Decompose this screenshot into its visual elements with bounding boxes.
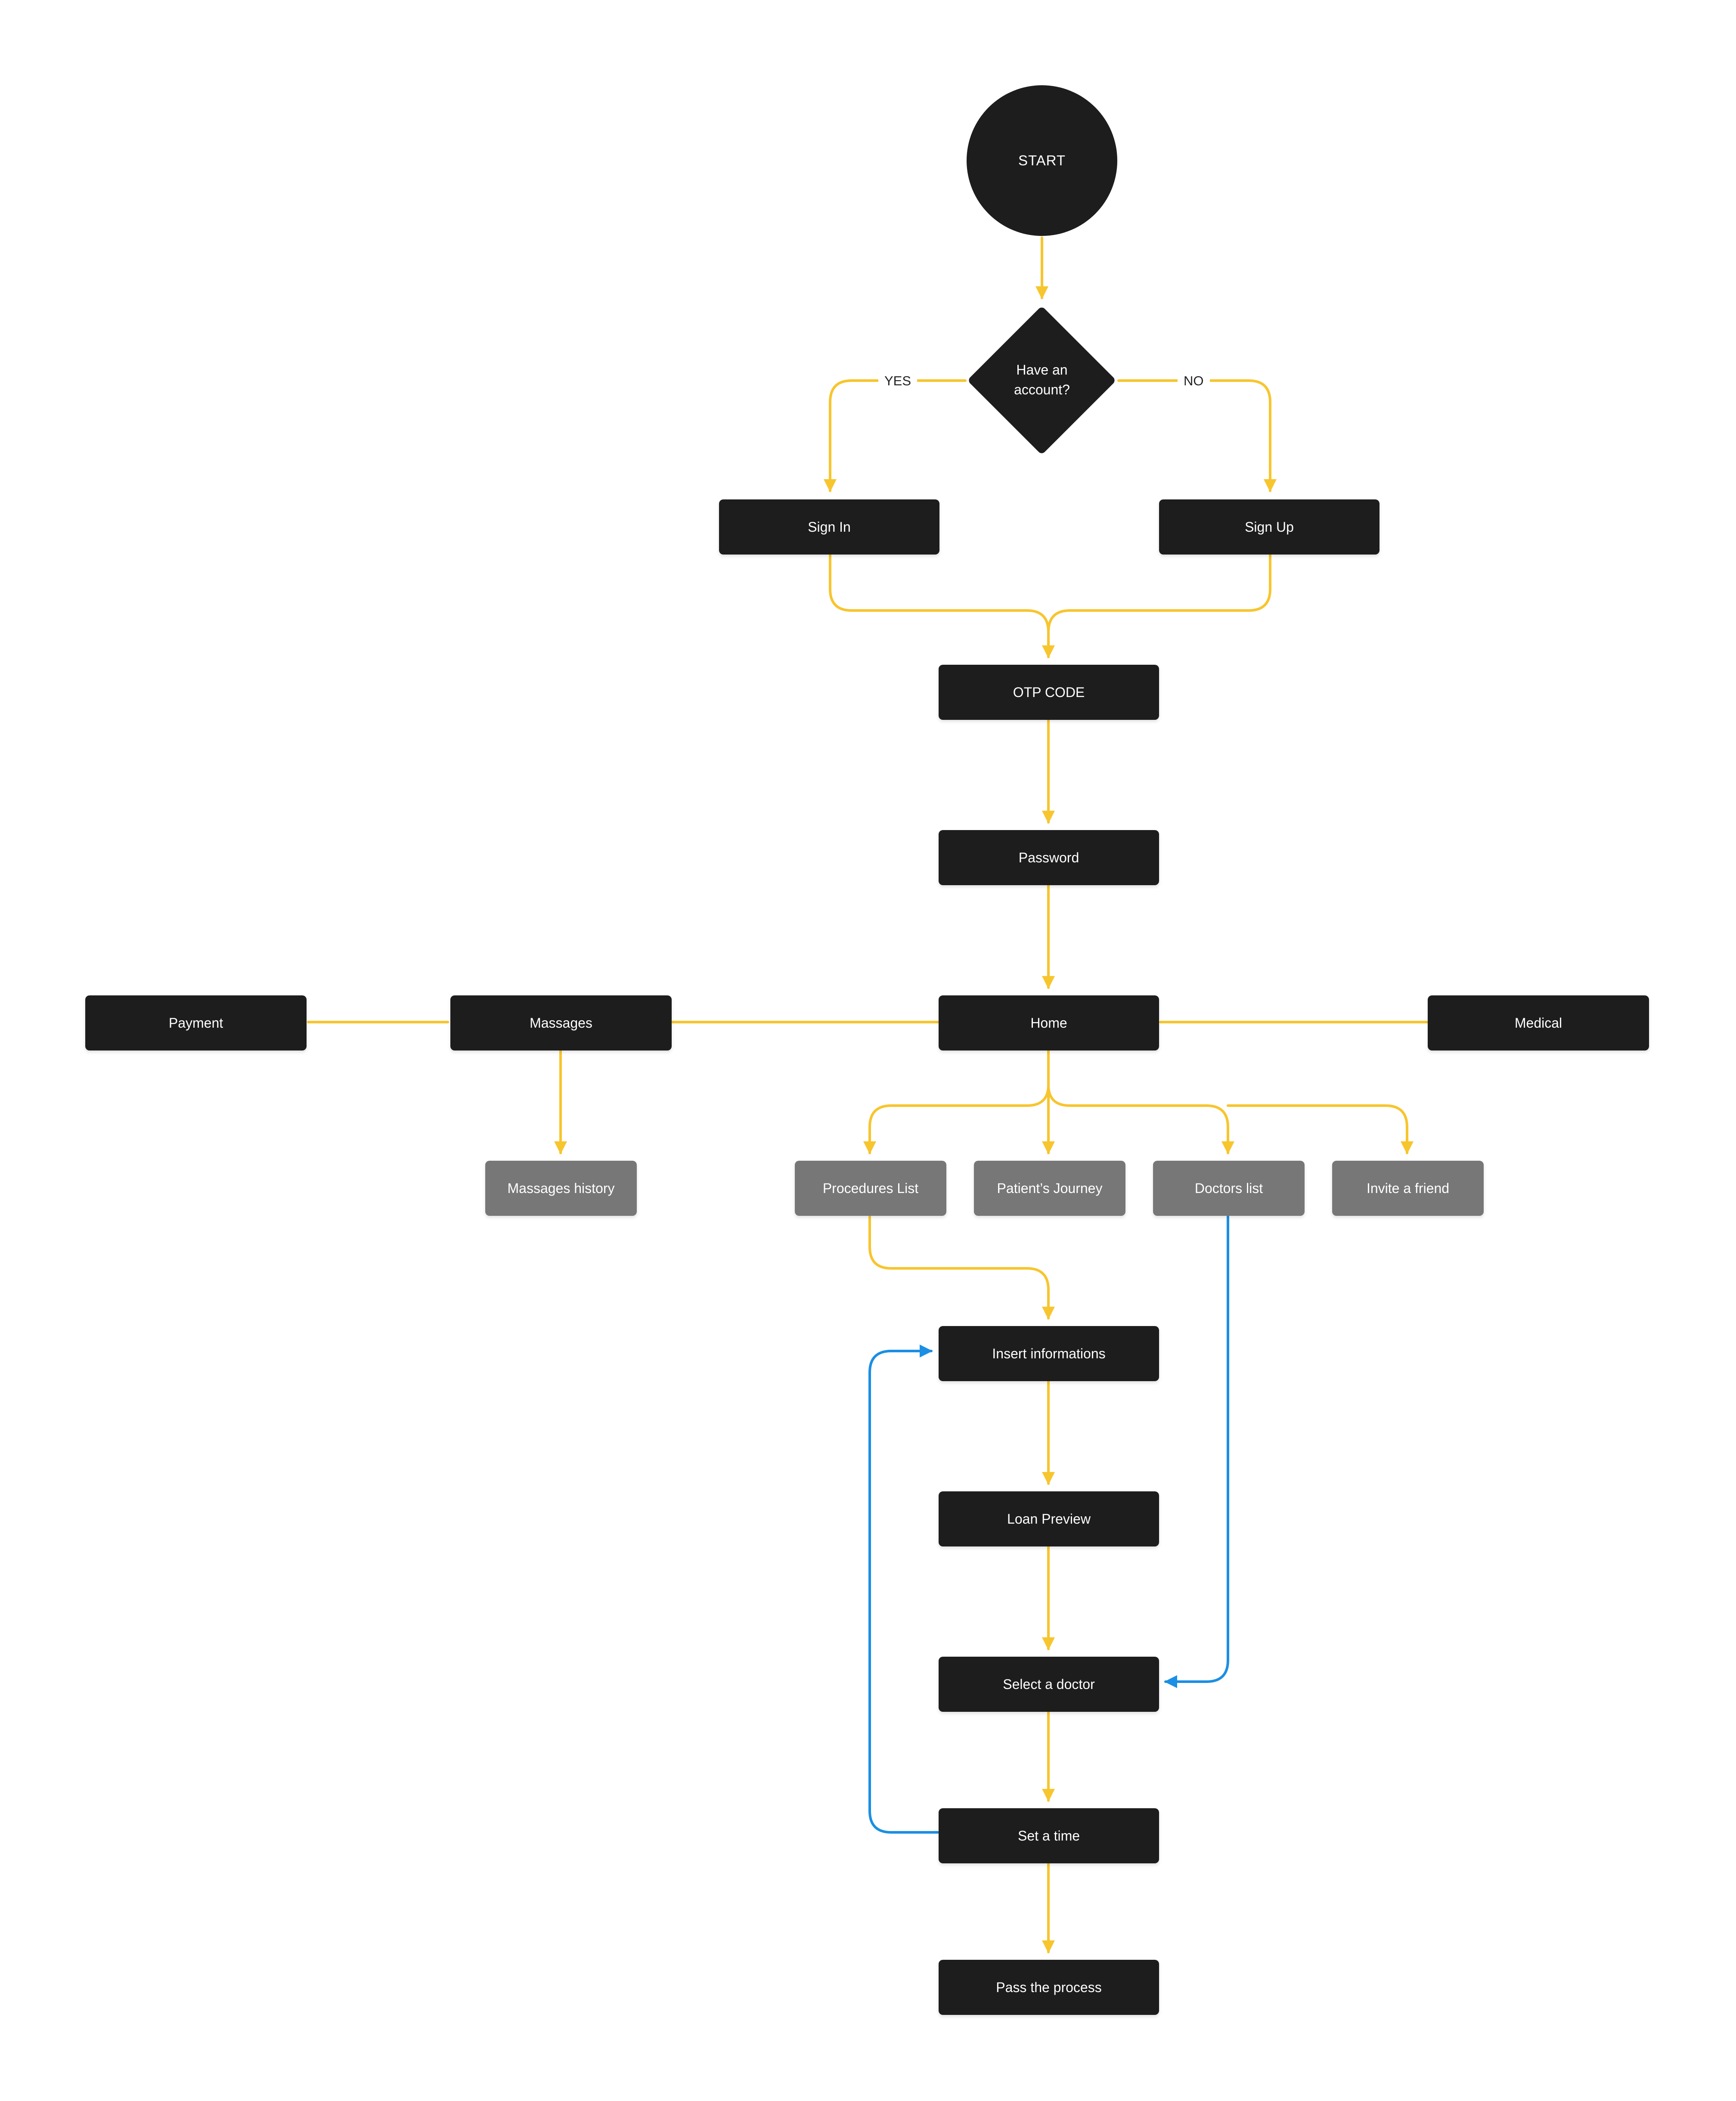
payment-label: Payment <box>168 1015 223 1031</box>
doctors-list-label: Doctors list <box>1194 1180 1263 1196</box>
edge-sign-in-to-otp <box>829 553 1055 658</box>
password-node[interactable]: Password <box>939 830 1159 885</box>
procedures-list-node[interactable]: Procedures List <box>795 1161 946 1216</box>
invite-friend-label: Invite a friend <box>1366 1180 1450 1196</box>
start-node[interactable]: START <box>967 85 1117 236</box>
procedures-list-label: Procedures List <box>822 1180 919 1196</box>
set-time-label: Set a time <box>1017 1828 1080 1844</box>
edge-doctors-list-to-select-doctor <box>1164 1215 1229 1688</box>
sign-in-node[interactable]: Sign In <box>719 499 939 555</box>
insert-informations-node[interactable]: Insert informations <box>939 1326 1159 1381</box>
medical-label: Medical <box>1514 1015 1562 1031</box>
start-label: START <box>1018 152 1066 168</box>
edge-home-to-procedures <box>863 1049 1050 1154</box>
massages-label: Massages <box>530 1015 592 1031</box>
no-branch-label: NO <box>1178 372 1210 389</box>
patients-journey-node[interactable]: Patient’s Journey <box>974 1161 1125 1216</box>
loan-preview-node[interactable]: Loan Preview <box>939 1491 1159 1546</box>
sign-up-node[interactable]: Sign Up <box>1159 499 1380 555</box>
yes-branch-label: YES <box>878 372 918 389</box>
edge-set-time-back-to-insert <box>868 1345 939 1834</box>
medical-node[interactable]: Medical <box>1428 995 1649 1050</box>
insert-informations-label: Insert informations <box>992 1345 1106 1361</box>
pass-process-node[interactable]: Pass the process <box>939 1960 1159 2015</box>
pass-process-label: Pass the process <box>996 1979 1102 1995</box>
home-node[interactable]: Home <box>939 995 1159 1050</box>
otp-code-label: OTP CODE <box>1013 684 1085 700</box>
edge-home-to-invite <box>1227 1104 1414 1154</box>
massages-history-node[interactable]: Massages history <box>485 1161 637 1216</box>
decision-label: Have an account? <box>1014 362 1070 397</box>
invite-friend-node[interactable]: Invite a friend <box>1332 1161 1484 1216</box>
edge-sign-up-to-otp <box>1047 553 1271 633</box>
home-label: Home <box>1030 1015 1067 1031</box>
password-label: Password <box>1018 849 1079 865</box>
edge-decision-no-to-sign-up <box>1117 379 1277 492</box>
select-doctor-label: Select a doctor <box>1003 1676 1095 1692</box>
patients-journey-label: Patient’s Journey <box>997 1180 1103 1196</box>
sign-in-label: Sign In <box>808 519 851 535</box>
payment-node[interactable]: Payment <box>85 995 307 1050</box>
massages-node[interactable]: Massages <box>450 995 672 1050</box>
edge-procedures-to-insert <box>868 1215 1055 1320</box>
loan-preview-label: Loan Preview <box>1007 1511 1091 1527</box>
edge-home-to-doctors <box>1047 1084 1234 1154</box>
select-doctor-node[interactable]: Select a doctor <box>939 1657 1159 1712</box>
otp-code-node[interactable]: OTP CODE <box>939 665 1159 720</box>
massages-history-label: Massages history <box>507 1180 615 1196</box>
edge-decision-yes-to-sign-in <box>824 379 967 492</box>
doctors-list-node[interactable]: Doctors list <box>1153 1161 1305 1216</box>
set-time-node[interactable]: Set a time <box>939 1808 1159 1863</box>
sign-up-label: Sign Up <box>1245 519 1294 535</box>
